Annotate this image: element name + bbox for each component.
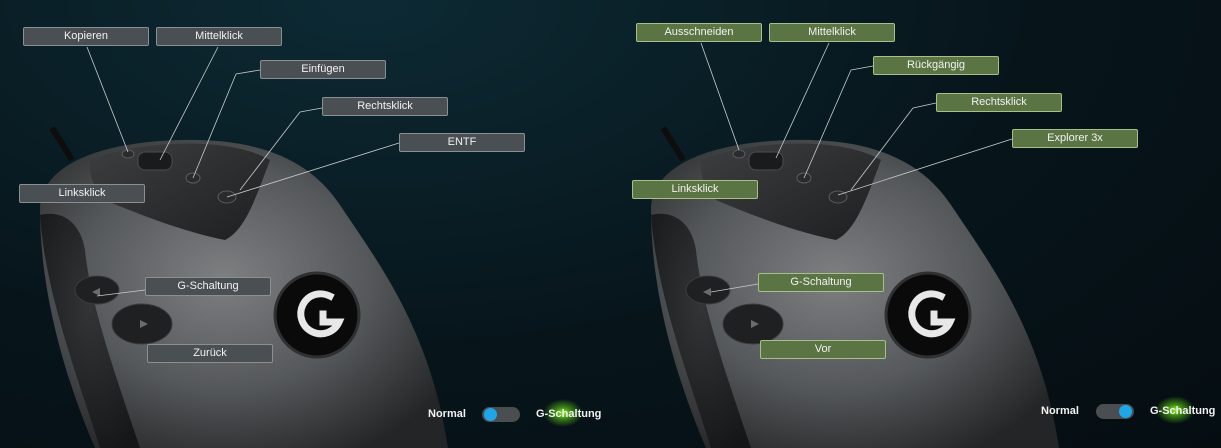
label-mittelklick[interactable]: Mittelklick <box>156 27 282 46</box>
label-vor[interactable]: Vor <box>760 340 886 359</box>
toggle-knob <box>1119 405 1132 418</box>
toggle-knob <box>484 408 497 421</box>
label-rueckgaengig[interactable]: Rückgängig <box>873 56 999 75</box>
panel-g-schaltung-mode: Ausschneiden Mittelklick Rückgängig Rech… <box>611 0 1221 448</box>
glow-indicator <box>543 399 583 427</box>
mouse-illustration <box>0 46 610 448</box>
toggle-label-normal: Normal <box>428 408 466 420</box>
label-mittelklick[interactable]: Mittelklick <box>769 23 895 42</box>
panel-normal-mode: Kopieren Mittelklick Einfügen Rechtsklic… <box>0 0 610 448</box>
mode-toggle-switch[interactable] <box>482 407 520 422</box>
label-kopieren[interactable]: Kopieren <box>23 27 149 46</box>
toggle-label-normal: Normal <box>1041 405 1079 417</box>
mode-toggle-switch[interactable] <box>1096 404 1134 419</box>
toggle-label-g-schaltung: G-Schaltung <box>1150 405 1216 417</box>
label-g-schaltung[interactable]: G-Schaltung <box>758 273 884 292</box>
label-zurueck[interactable]: Zurück <box>147 344 273 363</box>
mouse-illustration <box>611 42 1221 448</box>
mode-toggle-row: Normal G-Schaltung <box>1041 396 1219 425</box>
mode-toggle-row: Normal G-Schaltung <box>428 399 608 427</box>
label-linksklick[interactable]: Linksklick <box>19 184 145 203</box>
glow-indicator <box>1155 396 1195 424</box>
label-explorer-3x[interactable]: Explorer 3x <box>1012 129 1138 148</box>
label-rechtsklick[interactable]: Rechtsklick <box>936 93 1062 112</box>
toggle-label-g-schaltung: G-Schaltung <box>536 408 602 420</box>
label-entf[interactable]: ENTF <box>399 133 525 152</box>
label-ausschneiden[interactable]: Ausschneiden <box>636 23 762 42</box>
label-einfuegen[interactable]: Einfügen <box>260 60 386 79</box>
label-linksklick[interactable]: Linksklick <box>632 180 758 199</box>
label-rechtsklick[interactable]: Rechtsklick <box>322 97 448 116</box>
label-g-schaltung[interactable]: G-Schaltung <box>145 277 271 296</box>
